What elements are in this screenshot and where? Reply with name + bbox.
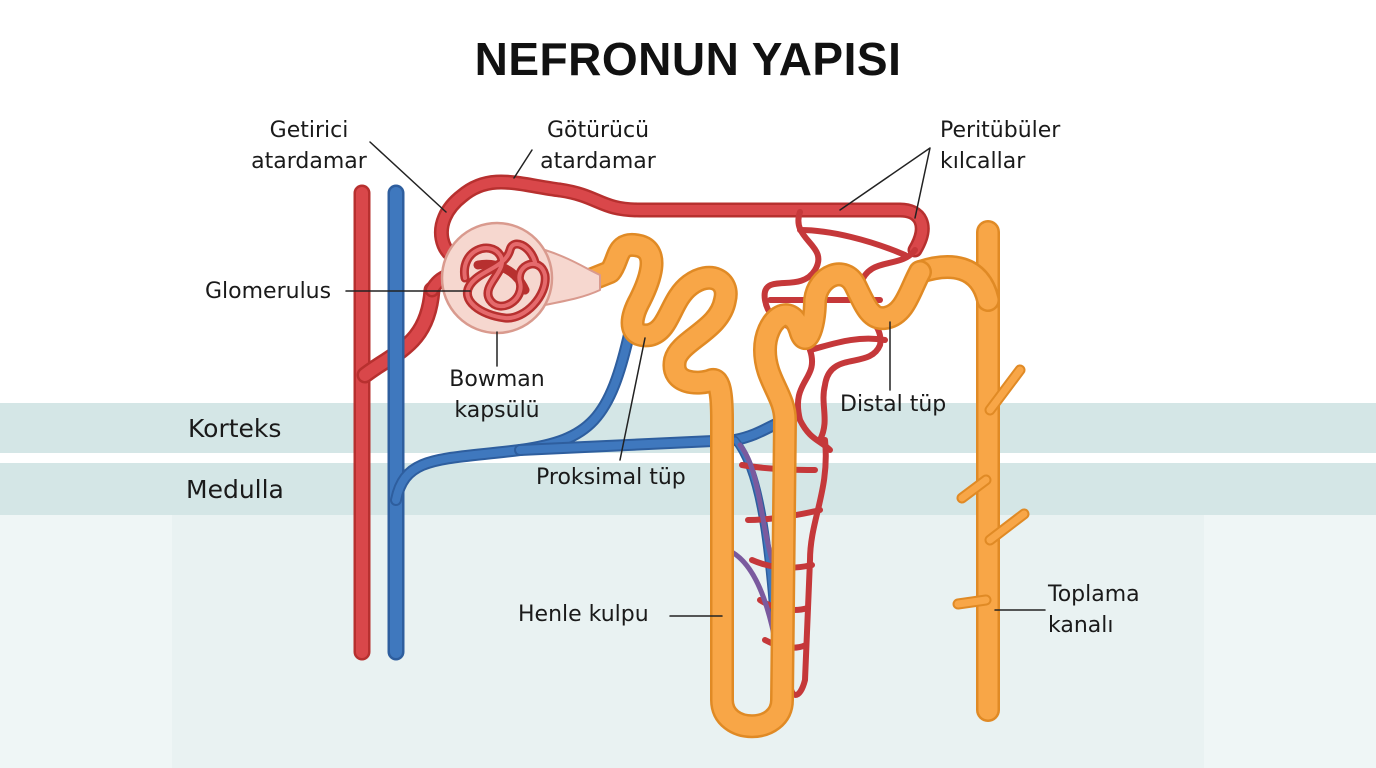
getirici-atardamar-label: Getirici atardamar <box>244 115 374 177</box>
distal-tup-label: Distal tüp <box>840 392 947 417</box>
lower-medulla-panel <box>172 515 1204 768</box>
leader-goturucu <box>513 149 533 179</box>
toplama-line1: Toplama <box>1048 582 1140 607</box>
goturucu-atardamar-label: Götürücü atardamar <box>533 115 663 177</box>
leader-proksimal <box>619 337 646 461</box>
goturucu-atardamar-line1: Götürücü <box>546 118 650 143</box>
leader-peritubuler <box>839 147 931 219</box>
toplama-kanali-label: Toplama kanalı <box>1048 579 1140 641</box>
leader-lines <box>345 141 1046 617</box>
getirici-atardamar-line1: Getirici <box>269 118 349 143</box>
goturucu-atardamar-line2: atardamar <box>540 149 656 174</box>
medulla-zone-band <box>0 463 1376 515</box>
glomerulus-highlight <box>462 242 548 321</box>
collecting-duct <box>908 220 1030 722</box>
peritubuler-line1: Peritübüler <box>940 118 1061 143</box>
henle-kulpu-label: Henle kulpu <box>518 602 649 627</box>
leader-getirici <box>369 141 447 213</box>
korteks-label: Korteks <box>188 414 282 443</box>
toplama-line2: kanalı <box>1048 613 1114 638</box>
bowman-line2: kapsülü <box>454 398 540 423</box>
bowman-kapsulu-label: Bowman kapsülü <box>440 364 554 426</box>
bowman-line1: Bowman <box>449 367 545 392</box>
main-artery <box>353 184 441 661</box>
medulla-label: Medulla <box>186 475 284 504</box>
page-title: NEFRONUN YAPISI <box>474 33 902 85</box>
getirici-atardamar-line2: atardamar <box>251 149 367 174</box>
proksimal-tup-label: Proksimal tüp <box>536 465 686 490</box>
nephron-tubule <box>578 233 932 739</box>
zone-divider <box>0 453 1376 463</box>
peritubuler-line2: kılcallar <box>940 149 1026 174</box>
capillary-gradient-branches <box>725 442 778 643</box>
peritubuler-kilcallar-label: Peritübüler kılcallar <box>940 115 1060 177</box>
efferent-arteriole <box>434 174 930 270</box>
glomerulus-label: Glomerulus <box>205 279 332 304</box>
